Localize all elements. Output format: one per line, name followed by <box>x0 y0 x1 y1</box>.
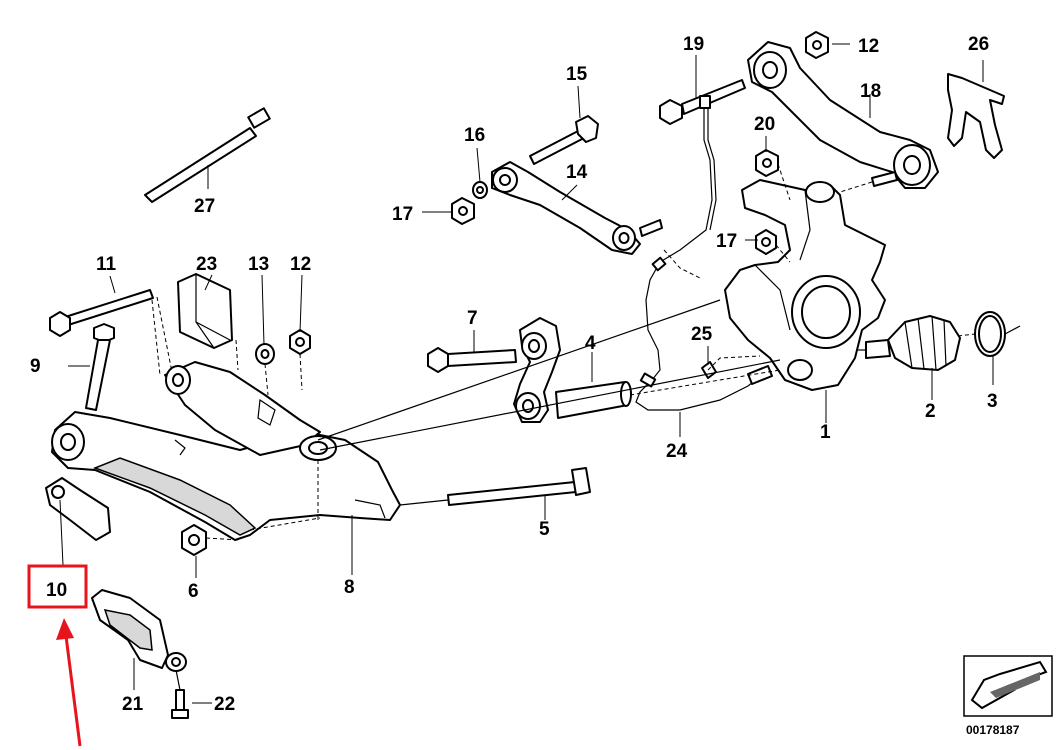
callout-15: 15 <box>566 64 588 85</box>
highlight-box <box>27 564 88 609</box>
control-arm-18 <box>747 41 939 189</box>
bolt-15 <box>529 115 599 165</box>
sensor-cable-24 <box>635 95 773 411</box>
part-number: 00178187 <box>966 723 1020 737</box>
cable-tie-27 <box>144 107 271 203</box>
circlip-3 <box>974 311 1006 357</box>
washer-13 <box>255 343 275 365</box>
callout-27: 27 <box>194 196 215 217</box>
lower-control-arm-8 <box>51 361 401 541</box>
nut-20 <box>755 149 779 177</box>
nut-12-left <box>289 329 311 355</box>
callout-7: 7 <box>467 308 478 329</box>
washer-16 <box>472 181 488 199</box>
bolt-19 <box>659 79 746 125</box>
arrow-logo-icon <box>963 655 1053 717</box>
bolt-5 <box>447 467 591 506</box>
callout-10: 10 <box>46 580 67 601</box>
callout-12-right: 12 <box>858 36 879 57</box>
callout-9: 9 <box>30 356 41 377</box>
nut-6 <box>181 524 207 556</box>
callout-6: 6 <box>188 581 199 602</box>
dust-boot-2 <box>865 315 961 371</box>
callout-1: 1 <box>820 422 831 443</box>
red-arrow-icon <box>56 618 82 747</box>
callout-20: 20 <box>754 114 775 135</box>
callout-11: 11 <box>96 254 117 275</box>
callout-25: 25 <box>691 324 713 345</box>
callout-17-right: 17 <box>716 231 737 252</box>
clip-26 <box>947 73 1005 159</box>
nut-12-right <box>805 31 829 59</box>
callout-16: 16 <box>464 125 485 146</box>
callout-labels: 11 9 23 13 12 27 10 6 8 5 7 4 15 14 16 1… <box>30 34 998 715</box>
callout-8: 8 <box>344 577 355 598</box>
guard-21 <box>91 589 187 672</box>
screw-22 <box>171 689 189 719</box>
callout-19: 19 <box>683 34 704 55</box>
nut-17-left <box>451 197 475 225</box>
callout-3: 3 <box>987 391 998 412</box>
assembly-lines <box>91 163 1021 691</box>
bracket-23 <box>177 273 233 349</box>
callout-2: 2 <box>925 401 936 422</box>
link-4 <box>513 317 632 423</box>
callout-13: 13 <box>248 254 269 275</box>
callout-14: 14 <box>566 162 588 183</box>
wheel-carrier-1 <box>724 179 886 391</box>
callout-26: 26 <box>968 34 989 55</box>
callout-5: 5 <box>539 519 550 540</box>
callout-23: 23 <box>196 254 217 275</box>
callout-4: 4 <box>585 333 596 354</box>
callout-24: 24 <box>666 441 688 462</box>
bolt-7 <box>427 347 517 373</box>
callout-22: 22 <box>214 694 235 715</box>
guard-plate-10 <box>45 477 111 541</box>
nut-17-right <box>755 229 777 255</box>
bolt-9 <box>85 323 115 411</box>
callout-18: 18 <box>860 81 881 102</box>
control-arm-14 <box>491 161 663 255</box>
callout-leaders <box>59 43 994 704</box>
callout-17-left: 17 <box>392 204 413 225</box>
bolt-11 <box>49 289 154 337</box>
callout-12-left: 12 <box>290 254 311 275</box>
callout-21: 21 <box>122 694 144 715</box>
